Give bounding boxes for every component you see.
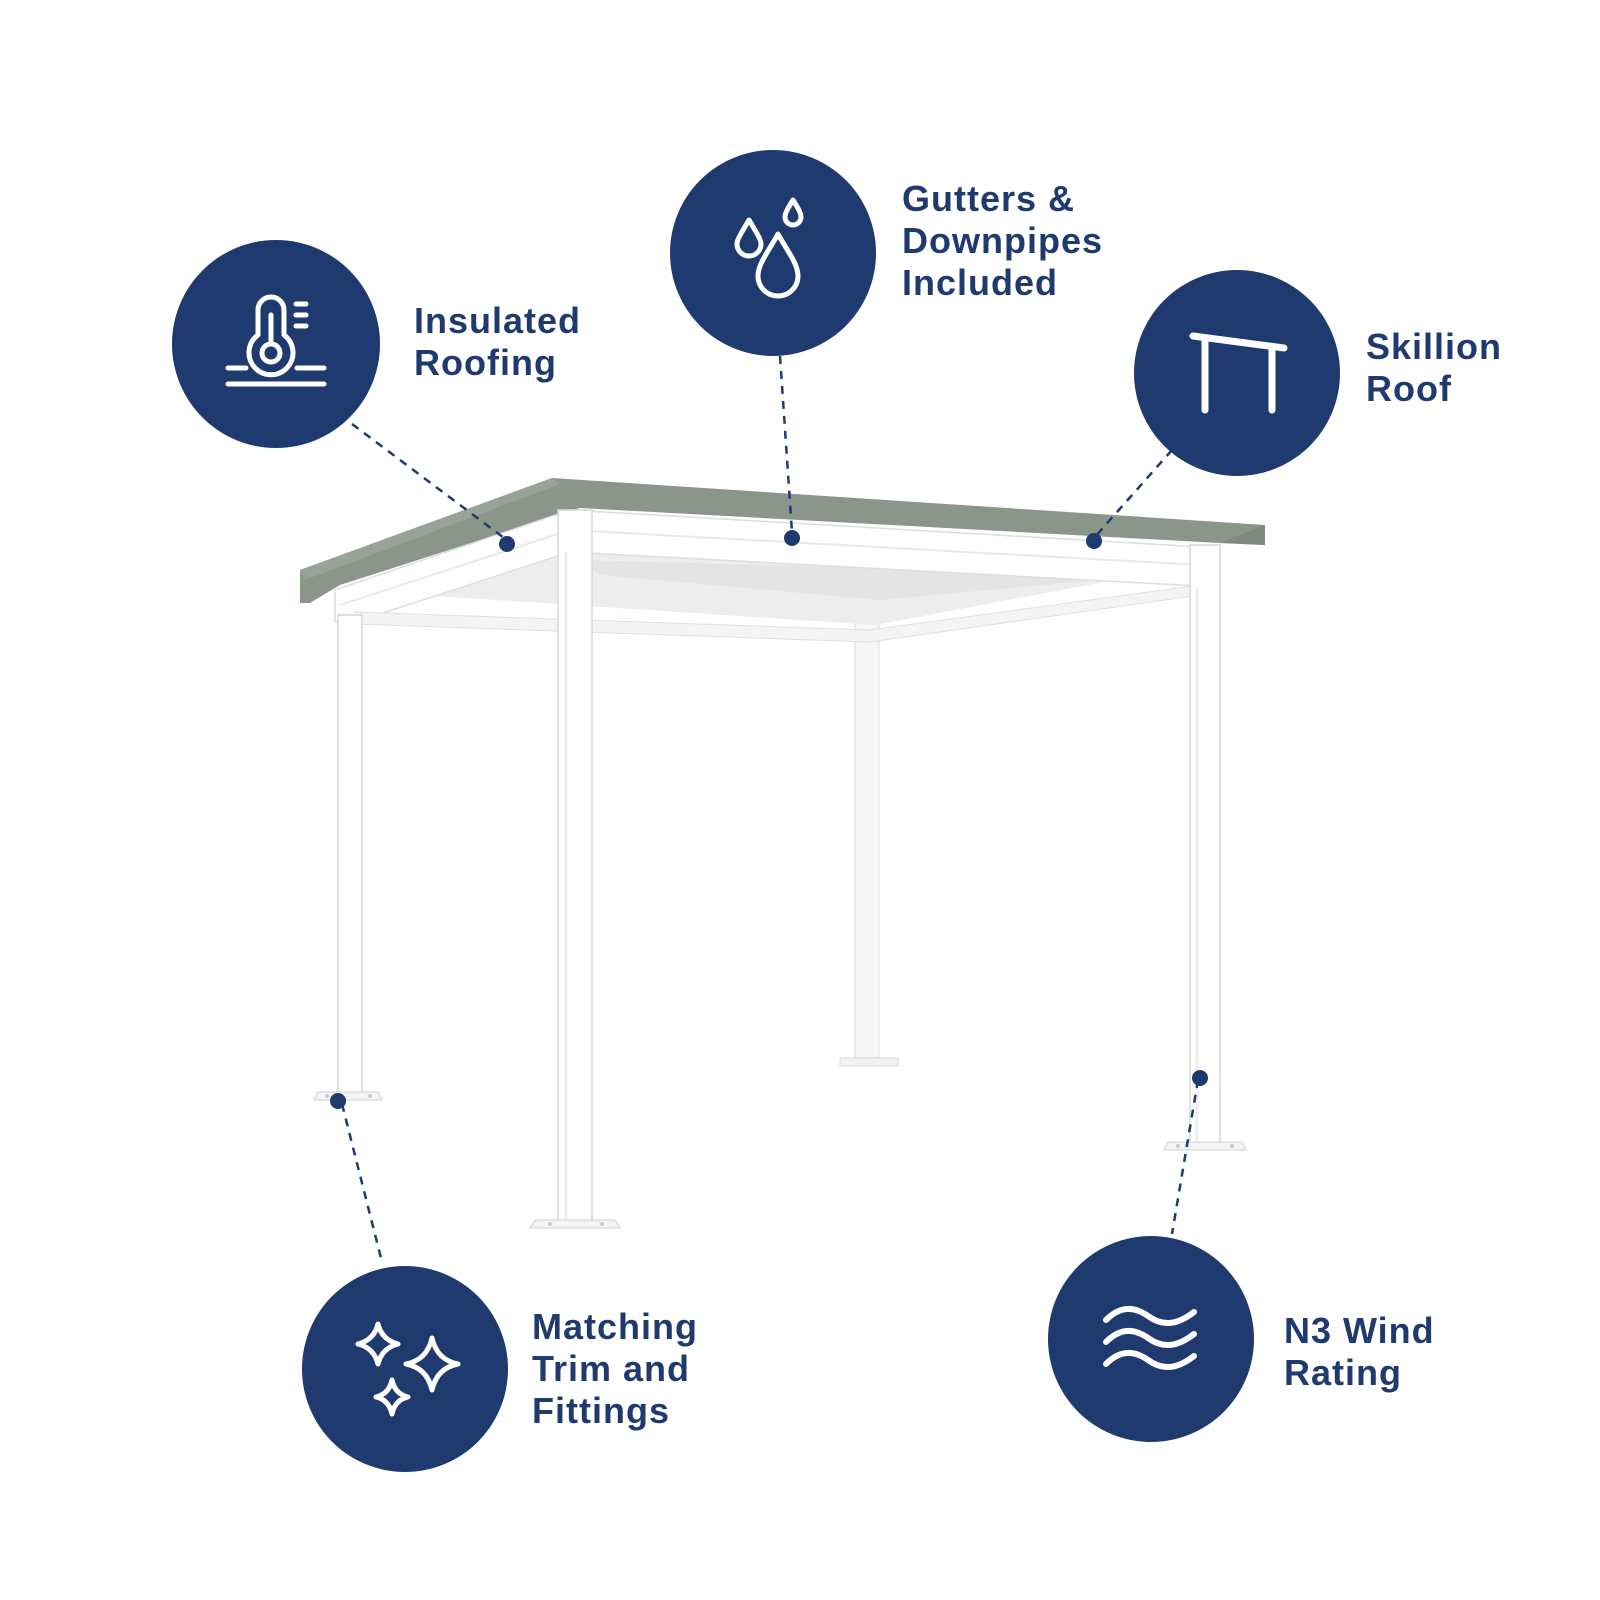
insulated-anchor-dot	[499, 536, 515, 552]
roof-sheet	[300, 478, 1265, 603]
trim-line-2: Trim and	[532, 1348, 691, 1389]
matching-trim-label: Matching Trim and Fittings	[532, 1306, 698, 1432]
wind-line-1: N3 Wind	[1284, 1310, 1435, 1351]
trim-line-1: Matching	[532, 1306, 698, 1347]
skillion-roof-badge	[1134, 270, 1340, 476]
wind-leader-line	[1170, 1079, 1200, 1235]
insulated-leader-line	[351, 423, 505, 539]
skillion-line-2: Roof	[1366, 368, 1452, 409]
back-left-baseplate	[839, 1057, 899, 1067]
back-left-post	[854, 559, 880, 1061]
insulated-roofing-label: Insulated Roofing	[414, 300, 581, 384]
wind-anchor-dot	[1192, 1070, 1208, 1086]
gutters-downpipes-label: Gutters & Downpipes Included	[902, 178, 1103, 304]
front-left-baseplate	[529, 1219, 621, 1229]
insulated-roofing-line-1: Insulated	[414, 300, 582, 341]
sparkles-icon	[355, 1321, 461, 1417]
wind-rating-label: N3 Wind Rating	[1284, 1310, 1435, 1394]
rear-left-post	[337, 614, 363, 1096]
water-drops-icon	[734, 197, 804, 299]
skillion-roof-icon	[1189, 332, 1288, 414]
gutters-line-2: Downpipes	[902, 220, 1104, 261]
skillion-leader-line	[1093, 449, 1173, 539]
insulated-roofing-badge	[172, 240, 380, 448]
gutters-line-3: Included	[902, 262, 1059, 303]
thermometer-insulation-icon	[225, 294, 327, 387]
matching-trim-badge	[302, 1266, 508, 1472]
front-right-baseplate	[1163, 1141, 1247, 1151]
front-right-post	[1189, 544, 1221, 1146]
trim-leader-line	[340, 1103, 384, 1263]
front-left-post	[557, 509, 593, 1223]
wind-line-2: Rating	[1284, 1352, 1402, 1393]
trim-anchor-dot	[330, 1093, 346, 1109]
insulated-roofing-line-2: Roofing	[414, 342, 557, 383]
wind-waves-icon	[1103, 1306, 1197, 1370]
wind-rating-badge	[1048, 1236, 1254, 1442]
skillion-roof-label: Skillion Roof	[1366, 326, 1502, 410]
skillion-line-1: Skillion	[1366, 326, 1503, 367]
skillion-anchor-dot	[1086, 533, 1102, 549]
gutters-anchor-dot	[784, 530, 800, 546]
gutters-downpipes-badge	[670, 150, 876, 356]
gutters-line-1: Gutters &	[902, 178, 1076, 219]
trim-line-3: Fittings	[532, 1390, 670, 1431]
